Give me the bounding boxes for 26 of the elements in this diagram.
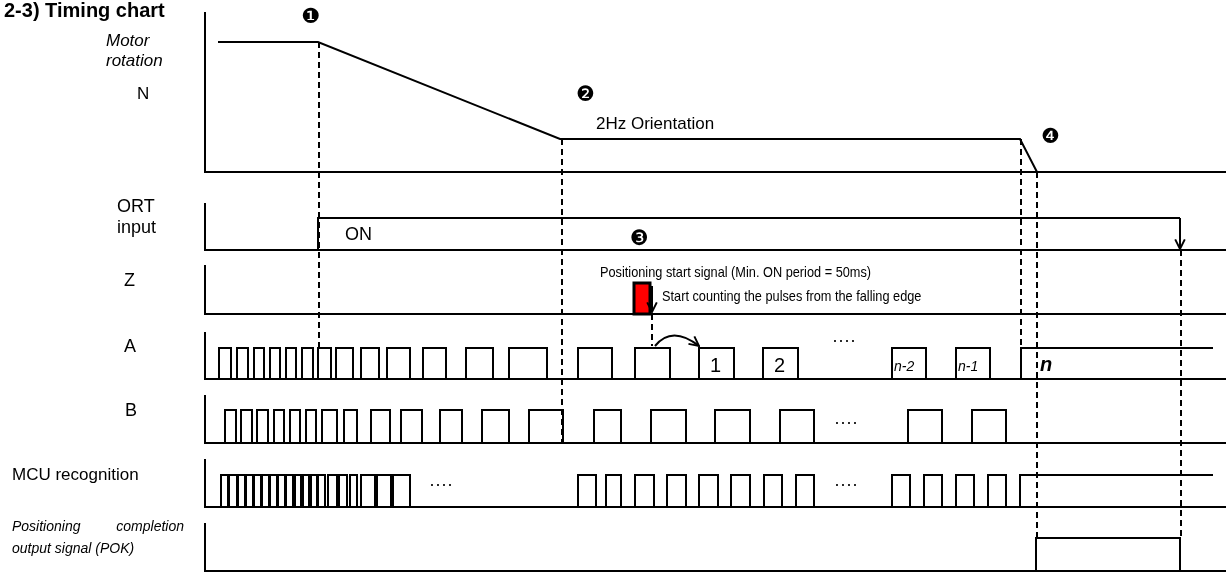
callout-number: ❹ <box>1041 124 1060 149</box>
signal-label: N <box>137 84 150 104</box>
pulse-number: 2 <box>774 354 786 377</box>
callout-number: ❸ <box>630 226 649 251</box>
annotation: Start counting the pulses from the falling edge <box>662 287 922 305</box>
signal-label: ORT input <box>117 196 158 238</box>
chart-title: 2-3) Timing chart <box>4 0 165 22</box>
callout-number: ❶ <box>301 4 320 29</box>
ellipsis: ···· <box>834 412 858 433</box>
ellipsis: ···· <box>429 474 453 495</box>
signal-label: Motor rotation <box>106 31 164 71</box>
pulse-number: 1 <box>710 354 722 377</box>
ellipsis: ···· <box>832 330 856 351</box>
signal-label: ON <box>345 224 372 245</box>
signal-label: Positioning completion output signal (POK) <box>12 517 184 558</box>
signal-label: MCU recognition <box>12 465 139 485</box>
ellipsis: ···· <box>834 474 858 495</box>
signal-label: A <box>124 336 136 357</box>
callout-number: ❷ <box>576 82 595 107</box>
pulse-number: n <box>1040 353 1053 376</box>
signal-label: B <box>125 400 137 421</box>
annotation: 2Hz Orientation <box>596 114 715 134</box>
signal-label: Z <box>124 270 135 291</box>
annotation: Positioning start signal (Min. ON period = 50ms) <box>600 263 872 281</box>
pulse-number: n-1 <box>958 358 979 375</box>
pulse-number: n-2 <box>894 358 915 375</box>
